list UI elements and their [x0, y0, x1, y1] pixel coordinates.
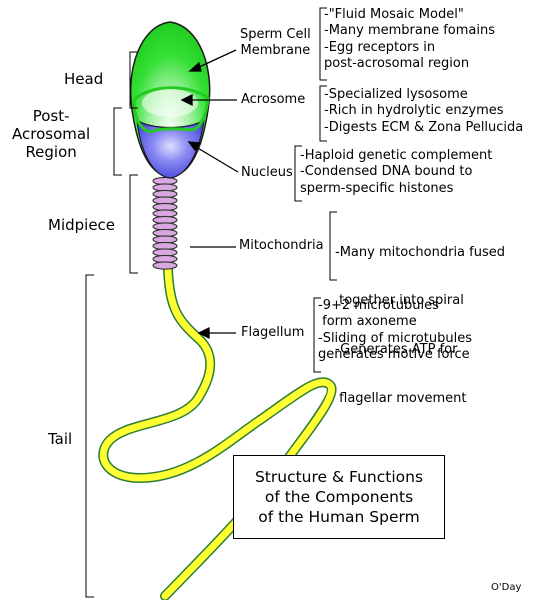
region-post-acrosomal-label: Post- Acrosomal Region — [12, 107, 90, 161]
membrane-label-line-1: Sperm Cell — [240, 27, 311, 42]
membrane-desc-line: post-acrosomal region — [324, 55, 470, 71]
post-acrosomal-line-1: Post- — [32, 107, 70, 125]
acrosome-description: -Specialized lysosome -Rich in hydrolyti… — [324, 87, 523, 136]
pointer-arrows — [180, 49, 239, 340]
acrosome-desc-line: -Digests ECM & Zona Pellucida — [324, 119, 524, 135]
mitochondrion-coil — [152, 261, 178, 270]
post-acrosomal-line-3: Region — [25, 143, 77, 161]
membrane-label: Sperm Cell Membrane — [240, 27, 311, 58]
membrane-label-line-2: Membrane — [240, 42, 311, 58]
flagellum-desc-line: generates motive force — [318, 346, 470, 362]
flagellum-label: Flagellum — [241, 325, 305, 340]
mitochondria-desc-line: together into spiral — [335, 293, 464, 309]
title-line-2: of the Components — [264, 487, 414, 506]
diagram-title: Structure & Functions of the Components … — [255, 467, 423, 527]
flagellum-desc-line: -Sliding of microtubules — [318, 330, 472, 346]
membrane-description: -"Fluid Mosaic Model" -Many membrane fom… — [324, 7, 495, 72]
mitochondria-desc-line: flagellar movement — [335, 390, 467, 406]
sperm-head — [129, 21, 211, 179]
region-head-label: Head — [64, 70, 104, 88]
mitochondria-desc-line: -Generates ATP for — [335, 342, 458, 357]
region-brackets — [85, 51, 138, 598]
region-midpiece-label: Midpiece — [48, 216, 116, 234]
acrosome-desc-line: -Specialized lysosome — [324, 87, 468, 102]
nucleus-desc-line: -Haploid genetic complement — [300, 148, 493, 163]
title-box: Structure & Functions of the Components … — [233, 455, 445, 539]
acrosome-label: Acrosome — [241, 92, 306, 107]
title-line-1: Structure & Functions — [254, 467, 424, 486]
mitochondria-label: Mitochondria — [239, 238, 324, 253]
title-line-3: of the Human Sperm — [258, 508, 420, 527]
description-brackets — [294, 7, 337, 373]
nucleus-description: -Haploid genetic complement -Condensed D… — [300, 148, 492, 197]
flagellum-desc-line: form axoneme — [318, 314, 417, 330]
flagellum-description: -9+2 microtubules form axoneme -Sliding … — [318, 298, 472, 363]
membrane-desc-line: -Many membrane fomains — [324, 23, 495, 39]
nucleus-desc-line: -Condensed DNA bound to — [300, 164, 473, 180]
nucleus-desc-line: sperm-specific histones — [300, 180, 454, 196]
mitochondria-description: -Many mitochondria fused together into s… — [335, 212, 505, 440]
flagellum-desc-line: -9+2 microtubules — [318, 298, 439, 313]
midpiece-coils — [152, 176, 178, 270]
mitochondria-desc-line: -Many mitochondria fused — [335, 244, 505, 260]
acrosome-desc-line: -Rich in hydrolytic enzymes — [324, 103, 504, 119]
post-acrosomal-line-2: Acrosomal — [12, 125, 91, 143]
flagellum-tail — [98, 265, 337, 600]
credit-text: O'Day — [491, 582, 522, 593]
nucleus-label: Nucleus — [241, 165, 293, 180]
region-tail-label: Tail — [48, 430, 73, 448]
membrane-desc-line: -"Fluid Mosaic Model" — [324, 7, 464, 22]
membrane-desc-line: -Egg receptors in — [324, 39, 436, 55]
